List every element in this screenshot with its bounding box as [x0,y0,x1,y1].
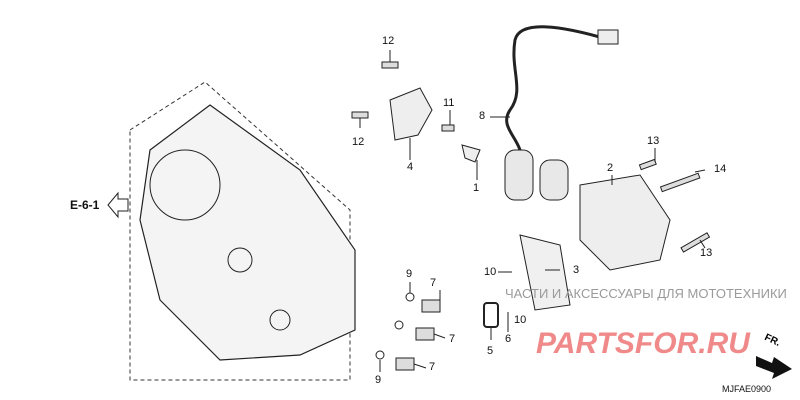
watermark-logo: PARTSFOR.RU [536,327,750,360]
callout: 7 [430,277,437,289]
cover-boss [227,247,253,273]
bracket-part-4 [389,87,433,141]
callout: 13 [700,247,713,259]
callout: 11 [443,97,455,109]
callout: 9 [406,268,413,280]
transmission-cover [139,104,356,361]
cover-boss [269,309,291,331]
diagram-code: MJFAE0900 [722,384,772,394]
wire-harness [505,25,611,151]
callout: 13 [647,135,660,147]
callout: 10 [484,266,497,278]
callout: 14 [714,163,727,175]
callout: 7 [449,333,456,345]
callout: 5 [487,345,494,357]
callout: 12 [352,136,365,148]
sensors [395,299,441,371]
plate-part-3 [519,234,571,311]
watermark-tagline: ЧАСТИ И АКСЕССУАРЫ ДЛЯ МОТОТЕХНИКИ [505,286,787,301]
callout: 8 [479,110,486,122]
callout: 4 [407,161,414,173]
reference-label[interactable]: E-6-1 [70,198,100,212]
front-arrow-icon [756,356,792,379]
leader-lines [359,50,706,372]
solenoids [504,149,569,201]
callout: 12 [382,35,395,47]
callout: 3 [573,264,580,276]
cover-boss [149,149,221,221]
callout: 7 [429,361,436,373]
callout: 6 [505,333,512,345]
callout: 10 [514,314,527,326]
valve-body-part-2 [579,174,671,271]
callout: 2 [607,162,614,174]
gasket-part-5 [483,302,499,328]
clip-part-1 [461,144,481,163]
callout: 1 [473,182,480,194]
ref-arrow-icon [107,191,129,219]
o-rings [375,292,415,360]
harness-connector [597,29,619,45]
callout: 9 [375,374,382,386]
